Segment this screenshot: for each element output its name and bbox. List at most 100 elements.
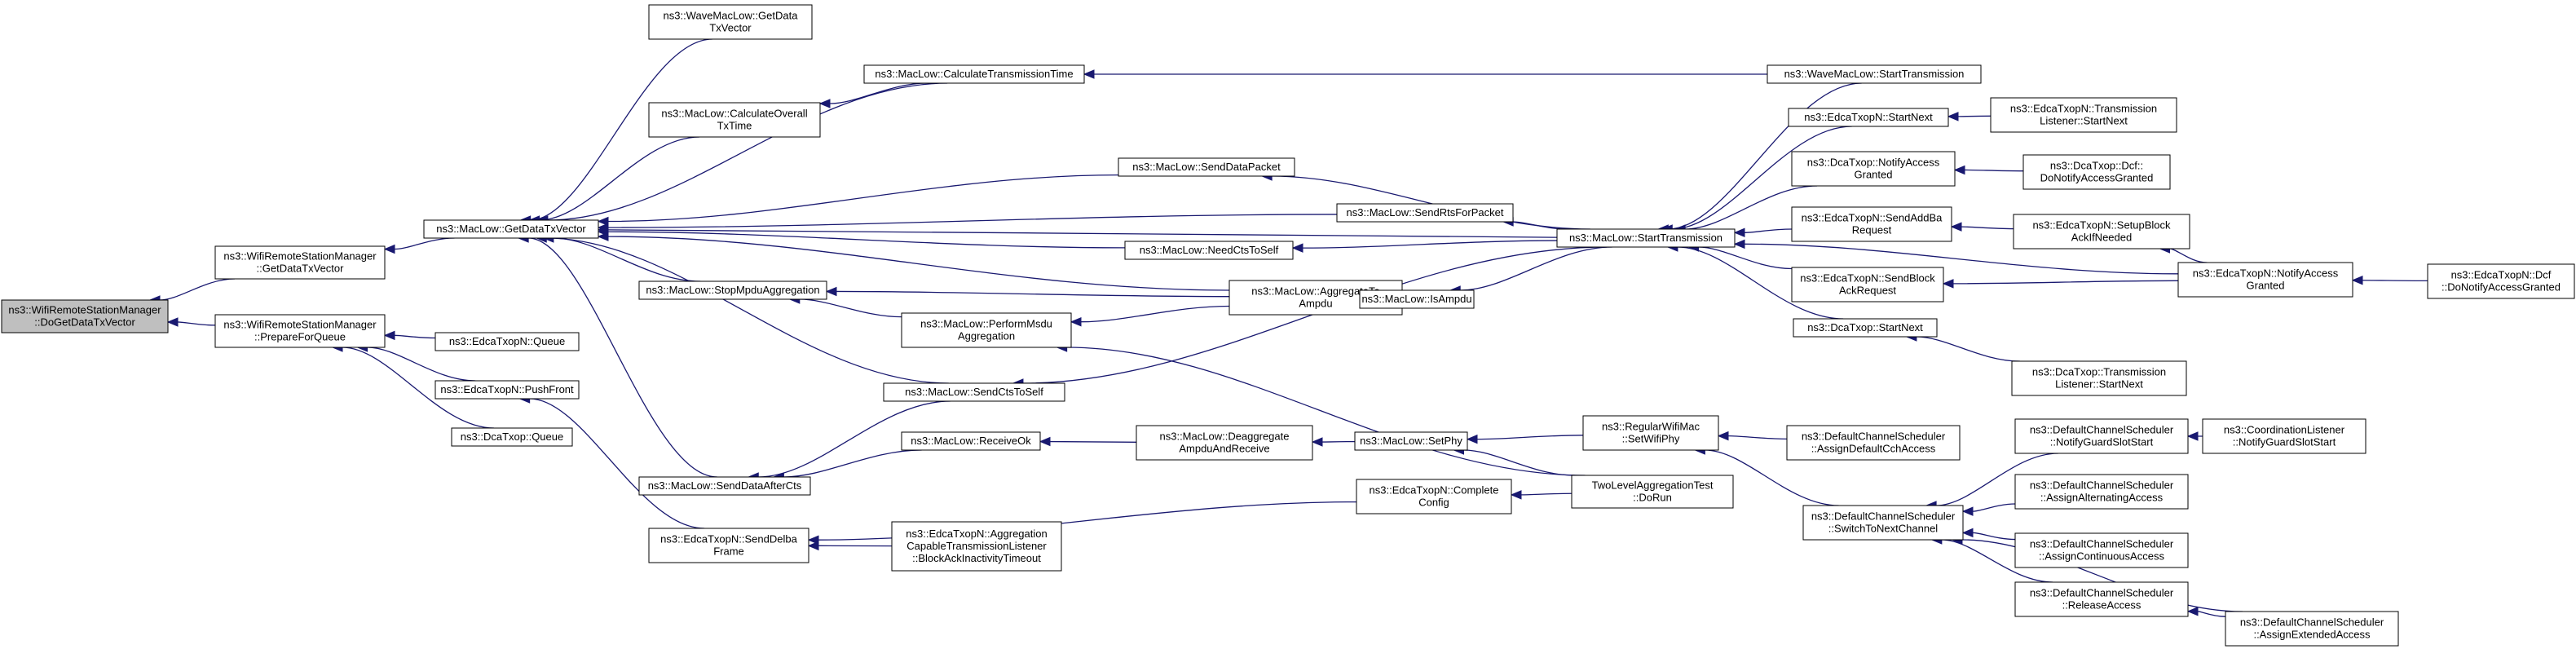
node-box[interactable] — [1767, 64, 1982, 84]
node-box[interactable] — [2011, 360, 2187, 396]
graph-node[interactable]: ns3::MacLow::SendDataAfterCts — [638, 476, 811, 496]
node-box[interactable] — [2022, 154, 2171, 190]
graph-node[interactable]: ns3::DefaultChannelScheduler::AssignExte… — [2225, 611, 2399, 647]
graph-node[interactable]: ns3::DefaultChannelScheduler::AssignCont… — [2014, 532, 2189, 568]
graph-node[interactable]: ns3::WifiRemoteStationManager::GetDataTx… — [214, 245, 386, 280]
node-box[interactable] — [214, 314, 386, 348]
node-box[interactable] — [1786, 425, 1961, 461]
graph-node[interactable]: ns3::DefaultChannelScheduler::NotifyGuar… — [2014, 418, 2189, 454]
node-box[interactable] — [1582, 415, 1719, 451]
node-box[interactable] — [2225, 611, 2399, 647]
graph-node[interactable]: ns3::EdcaTxopN::Dcf::DoNotifyAccessGrant… — [2427, 263, 2575, 299]
edge-n10-n20 — [825, 286, 1230, 298]
graph-node[interactable]: ns3::MacLow::StartTransmission — [1556, 228, 1736, 248]
graph-node[interactable]: ns3::DcaTxop::NotifyAccessGranted — [1791, 151, 1956, 187]
node-box[interactable] — [883, 382, 1065, 402]
graph-node[interactable]: ns3::DefaultChannelScheduler::ReleaseAcc… — [2014, 581, 2189, 617]
node-box[interactable] — [1791, 151, 1956, 187]
node-box[interactable] — [451, 427, 573, 447]
graph-node[interactable]: ns3::DefaultChannelScheduler::SwitchToNe… — [1802, 505, 1964, 541]
graph-node[interactable]: ns3::DcaTxop::TransmissionListener::Star… — [2011, 360, 2187, 396]
node-label-line: AmpduAndReceive — [1179, 443, 1269, 455]
node-box[interactable] — [863, 64, 1085, 84]
node-box[interactable] — [648, 528, 809, 563]
graph-node[interactable]: ns3::EdcaTxopN::TransmissionListener::St… — [1990, 97, 2177, 133]
graph-node[interactable]: ns3::WifiRemoteStationManager::DoGetData… — [1, 299, 169, 333]
node-box[interactable] — [1793, 318, 1938, 338]
node-box[interactable] — [638, 476, 811, 496]
graph-node[interactable]: ns3::MacLow::SendRtsForPacket — [1336, 203, 1514, 223]
graph-node[interactable]: ns3::EdcaTxopN::NotifyAccessGranted — [2177, 262, 2353, 298]
node-box[interactable] — [1124, 241, 1294, 260]
node-box[interactable] — [901, 431, 1041, 451]
graph-node[interactable]: ns3::DefaultChannelScheduler::AssignAlte… — [2014, 474, 2189, 510]
node-box[interactable] — [1556, 228, 1736, 248]
node-box[interactable] — [1354, 431, 1468, 451]
node-box[interactable] — [1802, 505, 1964, 541]
node-box[interactable] — [214, 245, 386, 280]
graph-node[interactable]: ns3::MacLow::SendDataPacket — [1118, 157, 1295, 177]
node-box[interactable] — [638, 280, 827, 300]
graph-node[interactable]: ns3::MacLow::GetDataTxVector — [423, 219, 599, 239]
graph-node[interactable]: TwoLevelAggregationTest::DoRun — [1571, 475, 1734, 509]
edge-line — [607, 214, 1338, 228]
graph-node[interactable]: ns3::EdcaTxopN::StartNext — [1788, 108, 1949, 127]
graph-node[interactable]: ns3::MacLow::IsAmpdu — [1359, 289, 1475, 309]
node-box[interactable] — [1136, 425, 1313, 461]
node-box[interactable] — [2427, 263, 2575, 299]
node-box[interactable] — [1118, 157, 1295, 177]
node-box[interactable] — [2202, 418, 2366, 454]
edge-line — [1916, 336, 2020, 362]
node-box[interactable] — [2014, 474, 2189, 510]
node-box[interactable] — [2014, 581, 2189, 617]
focus-node-box[interactable] — [1, 299, 169, 333]
graph-node[interactable]: ns3::WaveMacLow::GetDataTxVector — [648, 4, 813, 40]
graph-node[interactable]: ns3::DcaTxop::Dcf::DoNotifyAccessGranted — [2022, 154, 2171, 190]
node-box[interactable] — [1791, 267, 1944, 303]
graph-node[interactable]: ns3::DefaultChannelScheduler::AssignDefa… — [1786, 425, 1961, 461]
graph-node[interactable]: ns3::DcaTxop::StartNext — [1793, 318, 1938, 338]
graph-node[interactable]: ns3::EdcaTxopN::PushFront — [434, 380, 580, 400]
graph-node[interactable]: ns3::CoordinationListener::NotifyGuardSl… — [2202, 418, 2366, 454]
node-box[interactable] — [2014, 532, 2189, 568]
graph-node[interactable]: ns3::RegularWifiMac::SetWifiPhy — [1582, 415, 1719, 451]
graph-node[interactable]: ns3::EdcaTxopN::AggregationCapableTransm… — [891, 521, 1062, 572]
graph-node[interactable]: ns3::WaveMacLow::StartTransmission — [1767, 64, 1982, 84]
node-box[interactable] — [648, 102, 821, 138]
graph-node[interactable]: ns3::MacLow::StopMpduAggregation — [638, 280, 827, 300]
node-box[interactable] — [1990, 97, 2177, 133]
graph-node[interactable]: ns3::MacLow::NeedCtsToSelf — [1124, 241, 1294, 260]
node-box[interactable] — [423, 219, 599, 239]
graph-node[interactable]: ns3::WifiRemoteStationManager::PrepareFo… — [214, 314, 386, 348]
node-box[interactable] — [1356, 479, 1512, 514]
node-box[interactable] — [1788, 108, 1949, 127]
graph-node[interactable]: ns3::MacLow::SendCtsToSelf — [883, 382, 1065, 402]
node-label-line: ns3::EdcaTxopN::SendDelba — [660, 533, 797, 545]
node-box[interactable] — [434, 332, 580, 351]
node-box[interactable] — [2177, 262, 2353, 298]
graph-node[interactable]: ns3::DcaTxop::Queue — [451, 427, 573, 447]
node-box[interactable] — [901, 312, 1072, 348]
node-box[interactable] — [2014, 418, 2189, 454]
node-box[interactable] — [434, 380, 580, 400]
node-box[interactable] — [891, 521, 1062, 572]
node-box[interactable] — [1359, 289, 1475, 309]
graph-node[interactable]: ns3::EdcaTxopN::Queue — [434, 332, 580, 351]
node-box[interactable] — [648, 4, 813, 40]
graph-node[interactable]: ns3::MacLow::SetPhy — [1354, 431, 1468, 451]
graph-node[interactable]: ns3::MacLow::ReceiveOk — [901, 431, 1041, 451]
graph-node[interactable]: ns3::MacLow::CalculateTransmissionTime — [863, 64, 1085, 84]
node-box[interactable] — [2013, 214, 2190, 250]
node-label-line: CapableTransmissionListener — [906, 540, 1047, 552]
node-box[interactable] — [1791, 206, 1952, 242]
node-box[interactable] — [1336, 203, 1514, 223]
node-box[interactable] — [1571, 475, 1734, 509]
